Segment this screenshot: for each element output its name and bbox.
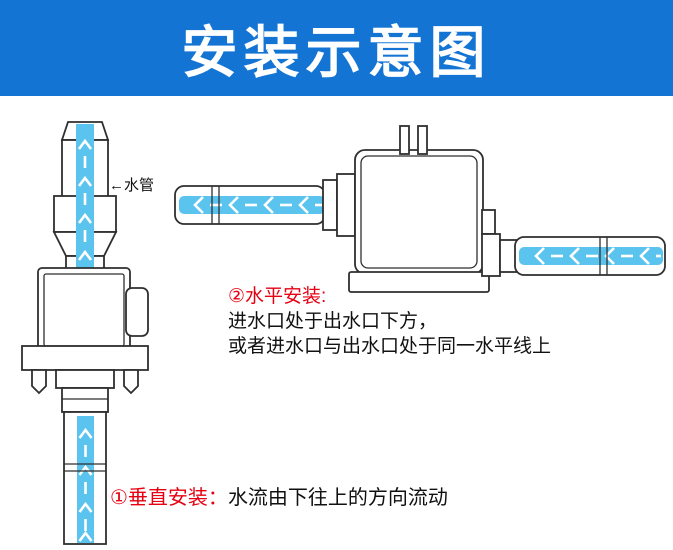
vertical-install-caption: 水流由下往上的方向流动 [227,487,448,509]
horizontal-assembly [174,125,666,293]
valve-side-knob [125,287,149,337]
valve-base [348,271,490,293]
pipe-label-text: 水管 [124,177,155,194]
vertical-install-annotation: ①垂直安装：水流由下往上的方向流动 [110,481,448,510]
flow-arrows-up-bottom [78,427,93,542]
flow-arrows-up-top [77,138,93,261]
valve-side-tab [481,209,496,235]
horizontal-install-line1: 进水口处于出水口下方， [228,311,438,332]
valve-body-vertical [37,267,131,353]
horizontal-install-heading: ②水平安装: [228,286,327,307]
lower-fitting [61,387,109,413]
mounting-flange [21,345,149,371]
pipe-label: ←水管 [109,174,154,195]
valve-body-horizontal [354,149,484,275]
flow-arrows-left-inlet [534,247,661,265]
installation-diagram [21,121,666,545]
inlet-fitting [481,233,501,277]
title-banner: 安装示意图 [0,0,673,96]
vertical-install-heading: ①垂直安装： [110,487,228,509]
horizontal-install-annotation: ②水平安装: 进水口处于出水口下方， 或者进水口与出水口处于同一水平线上 [228,284,551,359]
lower-block [55,369,115,389]
terminal-pin-left [399,125,410,155]
flow-arrows-left-outlet [193,196,322,214]
valve-body-inner-line [360,155,478,269]
outlet-fitting-step [322,179,338,231]
flange-clip-right [123,369,139,395]
outlet-fitting [336,173,356,237]
page-title: 安装示意图 [181,20,492,84]
flange-clip-left [31,369,47,395]
vertical-assembly [21,121,149,545]
horizontal-install-line2: 或者进水口与出水口处于同一水平线上 [228,336,552,357]
terminal-pin-right [417,125,428,155]
pipe-pointer-arrow-icon: ← [109,177,124,194]
